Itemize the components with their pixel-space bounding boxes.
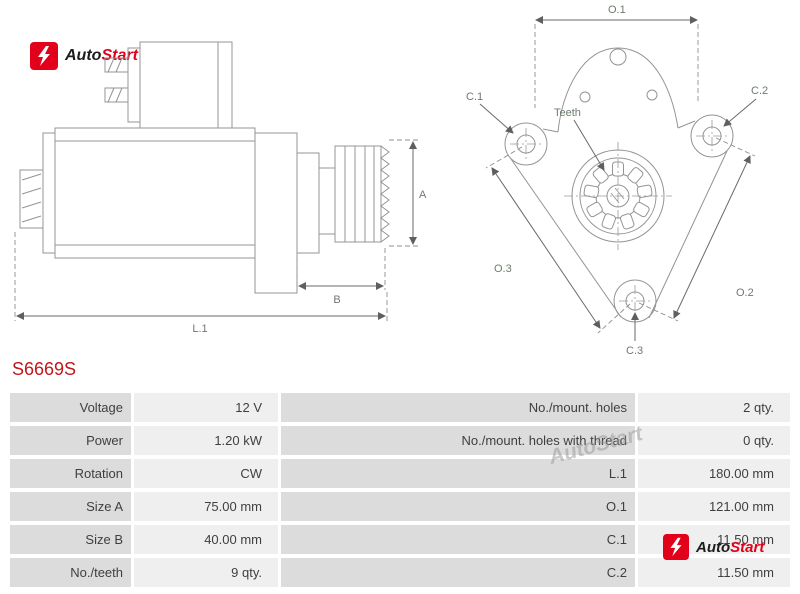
dimension-lines: A B L.1 [14, 139, 427, 335]
spec-label: C.1 [281, 525, 635, 554]
dim-label-o2: O.2 [736, 287, 754, 299]
spec-value: CW [134, 459, 278, 488]
dim-label-b: B [333, 294, 340, 306]
spec-label: Size A [10, 492, 131, 521]
dim-label-o1: O.1 [608, 4, 626, 16]
spec-label: Size B [10, 525, 131, 554]
dim-label-l1: L.1 [192, 323, 207, 335]
spec-value: 9 qty. [134, 558, 278, 587]
spec-value: 11.50 mm [638, 558, 790, 587]
spec-label: No./teeth [10, 558, 131, 587]
dimension-lines: O.1 O.3 O.2 C.1 C.2 C.3 Teeth [466, 4, 768, 357]
spec-label: Power [10, 426, 131, 455]
spec-label: Rotation [10, 459, 131, 488]
spec-label: No./mount. holes with thread [281, 426, 635, 455]
part-number: S6669S [12, 359, 77, 379]
autostart-logo-text: AutoStart [65, 47, 138, 64]
spec-value: 2 qty. [638, 393, 790, 422]
spec-value: 1.20 kW [134, 426, 278, 455]
spec-label: O.1 [281, 492, 635, 521]
starter-side-view-drawing: A B L.1 [14, 41, 427, 335]
spec-value: 75.00 mm [134, 492, 278, 521]
spec-label: C.2 [281, 558, 635, 587]
dim-label-c2: C.2 [751, 85, 768, 97]
spec-value: 180.00 mm [638, 459, 790, 488]
dim-label-a: A [419, 189, 427, 201]
spec-label: No./mount. holes [281, 393, 635, 422]
dim-label-o3: O.3 [494, 263, 512, 275]
spec-label: L.1 [281, 459, 635, 488]
spec-table: Voltage 12 V No./mount. holes 2 qty. Pow… [10, 393, 790, 587]
starter-front-view-drawing: O.1 O.3 O.2 C.1 C.2 C.3 Teeth [466, 4, 768, 357]
dim-label-c3: C.3 [626, 345, 643, 357]
spec-value: 121.00 mm [638, 492, 790, 521]
spec-label: Voltage [10, 393, 131, 422]
spec-value: 12 V [134, 393, 278, 422]
autostart-logo: AutoStart [30, 42, 138, 70]
motor-outline [19, 41, 390, 294]
autostart-logo: AutoStart [663, 534, 764, 560]
spec-value: 40.00 mm [134, 525, 278, 554]
spec-value: 0 qty. [638, 426, 790, 455]
autostart-logo-icon [30, 42, 58, 70]
dim-label-c1: C.1 [466, 91, 483, 103]
autostart-logo-text: AutoStart [696, 538, 765, 556]
autostart-logo-icon [663, 534, 689, 560]
dim-label-teeth: Teeth [554, 107, 581, 119]
